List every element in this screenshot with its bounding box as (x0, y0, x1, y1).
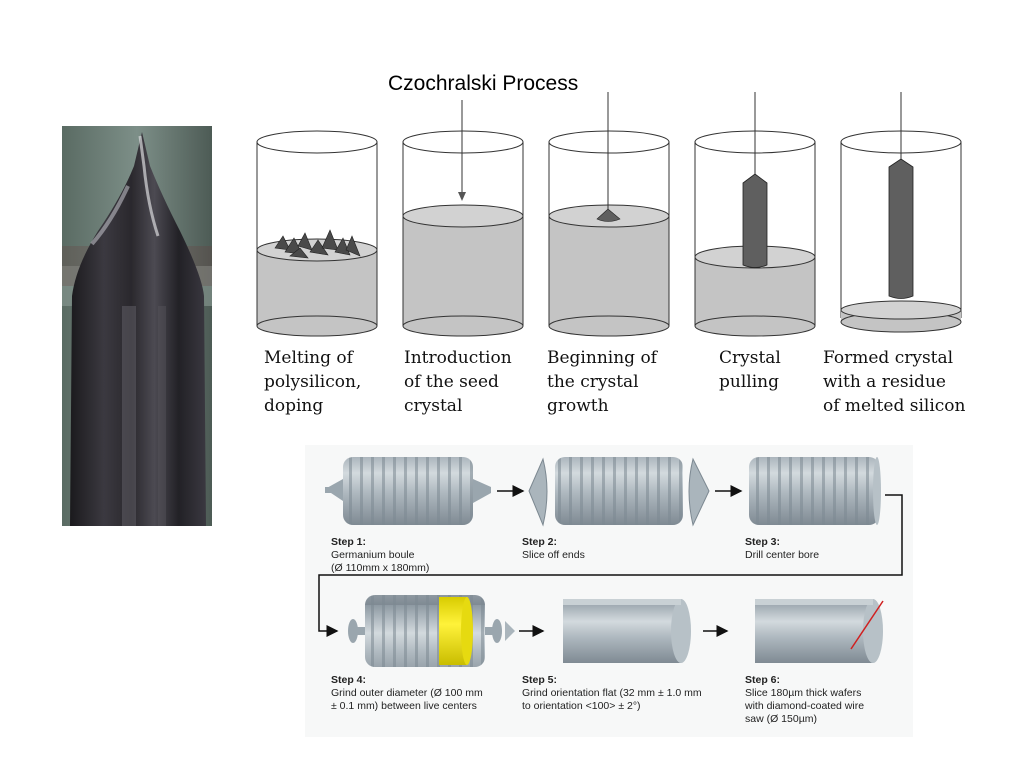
cylinder-formed-crystal (840, 92, 962, 333)
diagram-title: Czochralski Process (388, 72, 579, 95)
step-4-text: Step 4:Grind outer diameter (Ø 100 mm± 0… (331, 674, 483, 712)
cylinder-seed-introduction (402, 100, 524, 337)
cylinder-melting (256, 130, 378, 337)
step-3-text: Step 3:Drill center bore (745, 536, 820, 561)
pulled-crystal-icon (742, 173, 768, 268)
polysilicon-chunks-icon (274, 229, 361, 259)
step6-wire-saw-icon (755, 599, 884, 663)
formed-crystal-icon (888, 158, 914, 299)
step-1-text: Step 1:Germanium boule(Ø 110mm x 180mm) (331, 536, 430, 574)
step-2-text: Step 2:Slice off ends (522, 536, 585, 561)
step1-boule-icon (325, 457, 491, 525)
wafer-processing-panel: Step 1:Germanium boule(Ø 110mm x 180mm) … (305, 445, 913, 737)
cylinder-crystal-pulling (694, 92, 816, 337)
step4-grind-diameter-icon (348, 595, 502, 667)
czochralski-cylinders (256, 92, 962, 337)
cylinder-growth-beginning (548, 92, 670, 337)
live-center-icon (505, 621, 515, 641)
step-5-text: Step 5:Grind orientation flat (32 mm ± 1… (522, 674, 702, 712)
step3-center-bore-icon (749, 457, 881, 525)
crystal-nucleus-icon (596, 208, 621, 222)
silicon-ingot-photo (62, 126, 212, 526)
step2-sliced-ends-icon (528, 457, 710, 527)
seed-crystal-icon (458, 192, 466, 201)
step5-orientation-flat-icon (563, 599, 691, 663)
